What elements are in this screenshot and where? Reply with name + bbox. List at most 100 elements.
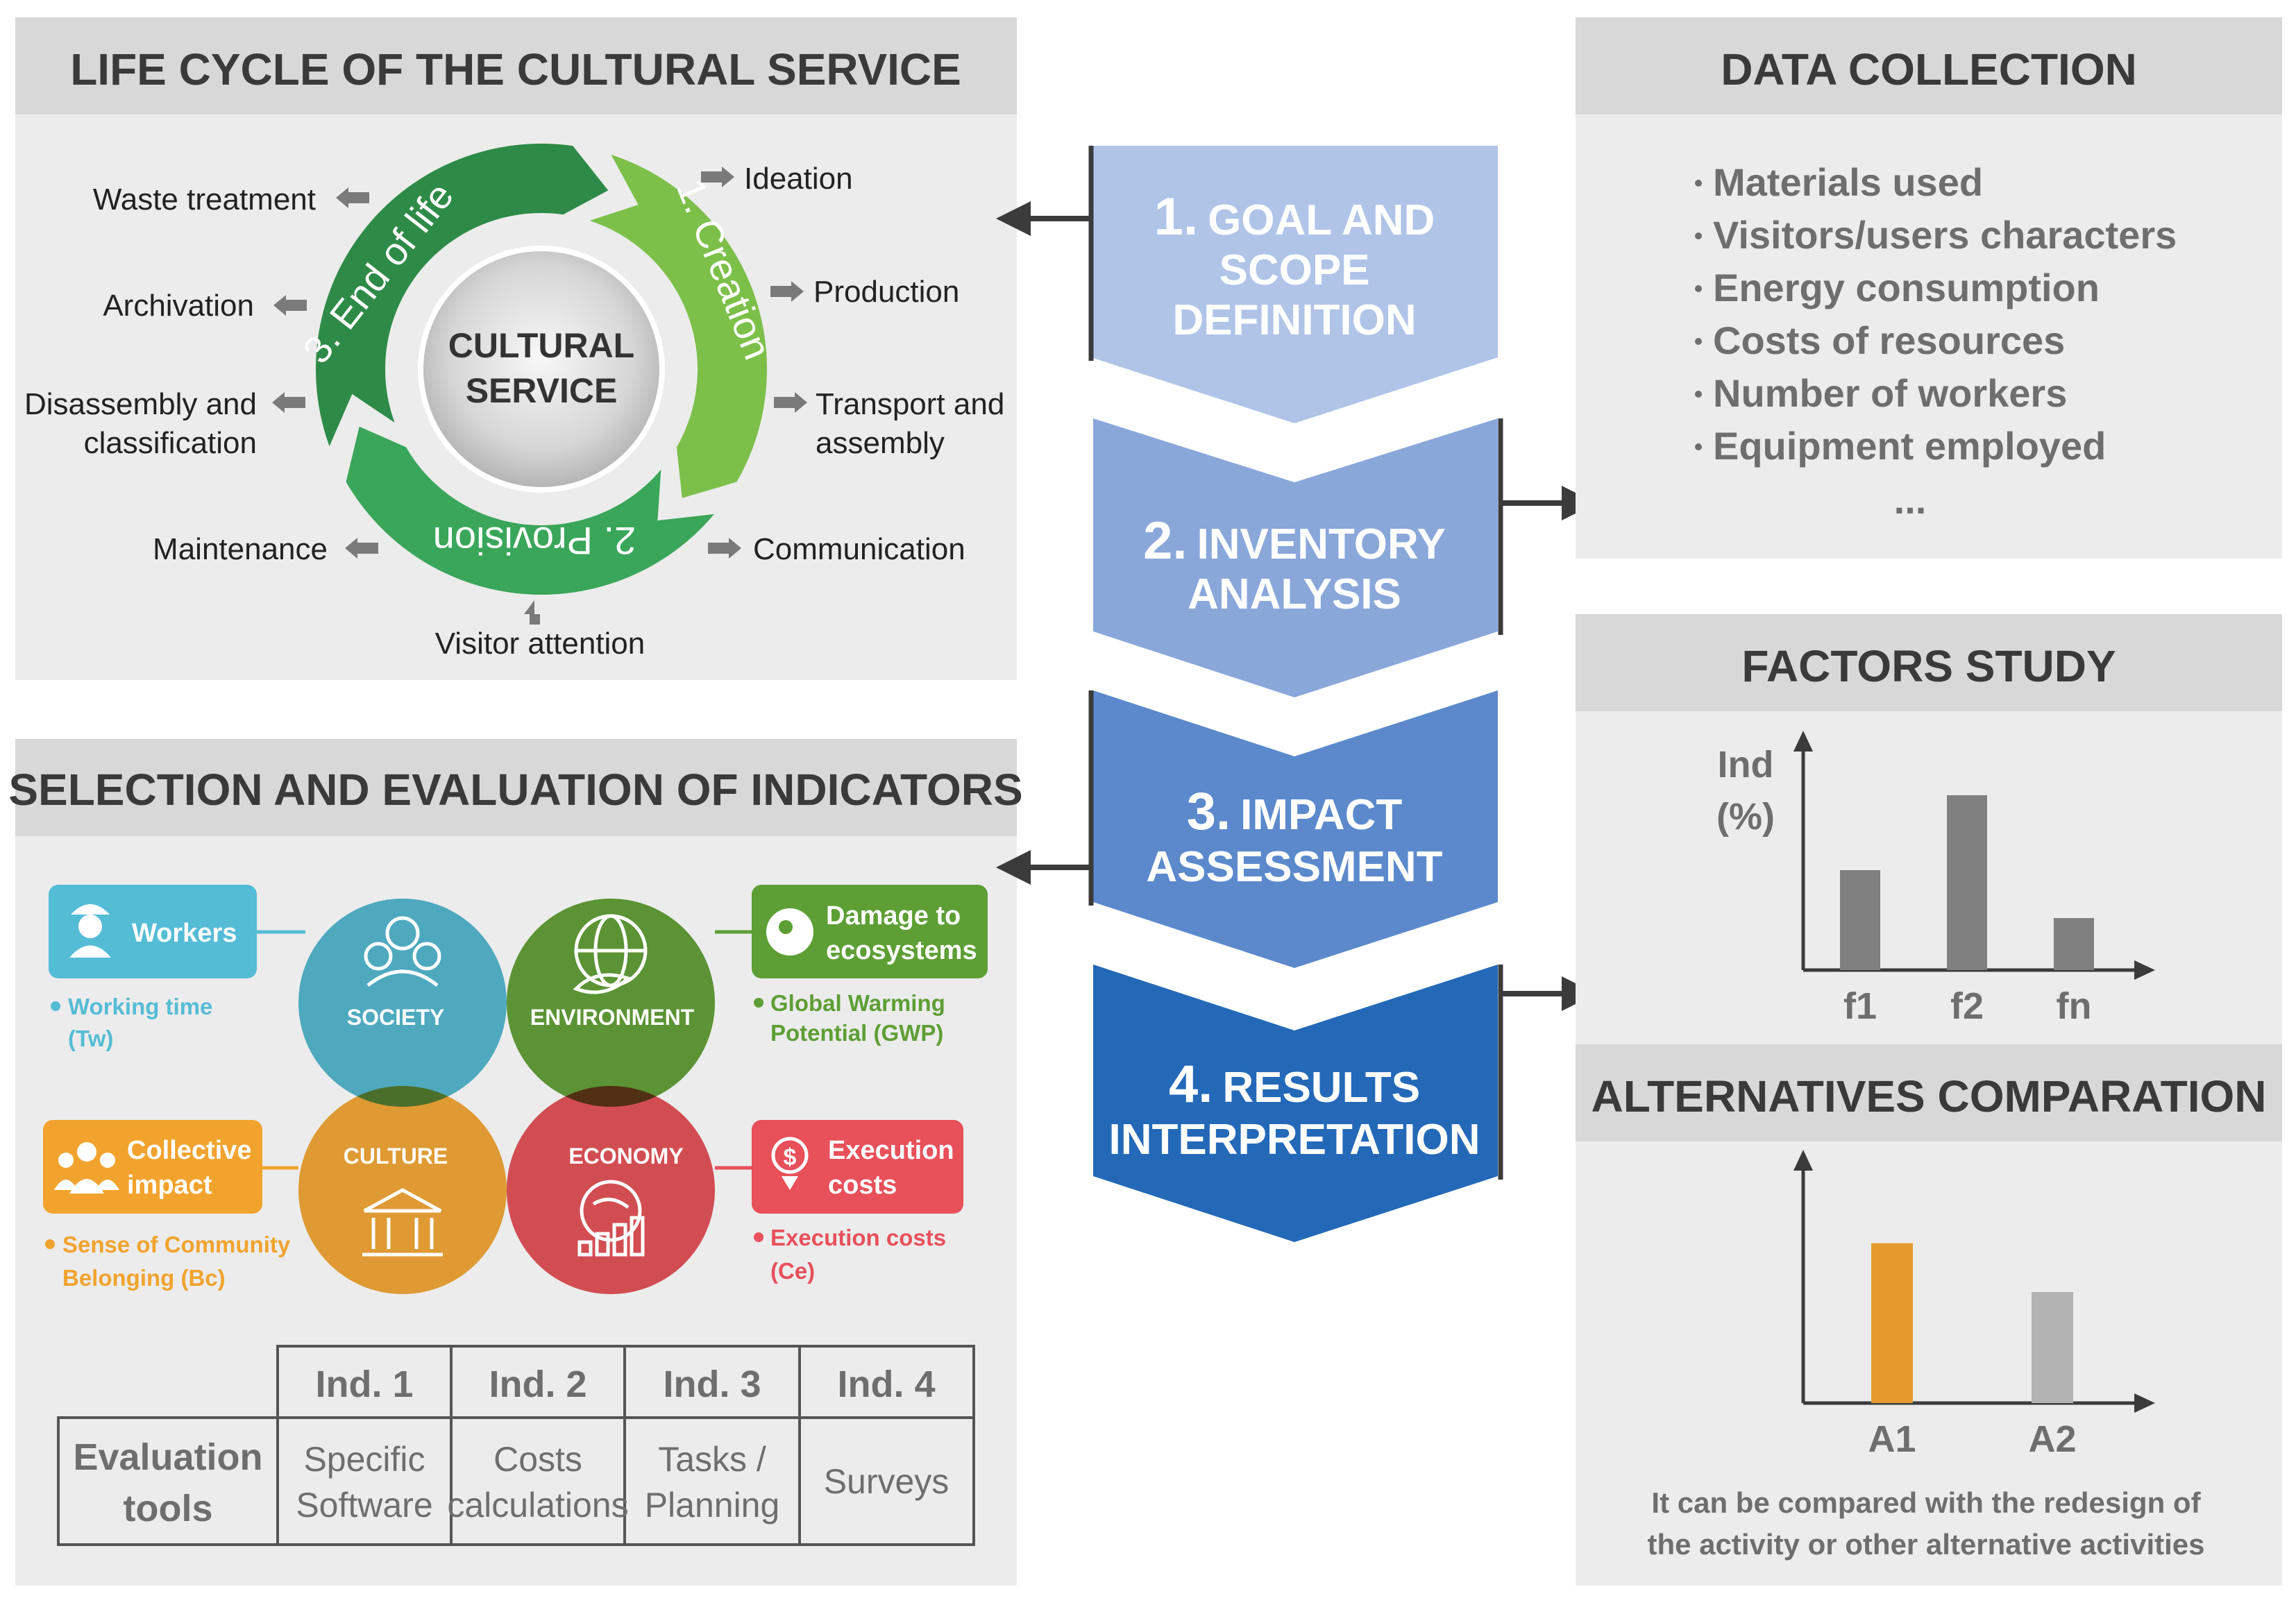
note-execution-costs-line2: (Ce) — [770, 1258, 815, 1284]
arrow-left-icon — [996, 850, 1031, 885]
y-axis-arrow-icon — [1793, 1150, 1813, 1171]
execution-box: $ Execution costs — [752, 1120, 963, 1214]
arrow-right-icon — [770, 281, 804, 302]
bar-f1 — [1840, 870, 1880, 970]
indicators-title: SELECTION AND EVALUATION OF INDICATORS — [8, 765, 1022, 815]
table-cell-3-line2: Planning — [645, 1486, 780, 1525]
arrow-right-icon — [774, 392, 807, 413]
data-collection-item: Materials used — [1713, 160, 1983, 204]
damage-label-line1: Damage to — [826, 901, 961, 931]
venn-diagram — [298, 899, 715, 1294]
environment-circle — [507, 899, 715, 1107]
alternatives-note-line2: the activity or other alternative activi… — [1648, 1528, 2205, 1561]
collective-label-line1: Collective — [127, 1136, 252, 1165]
damage-box: Damage to ecosystems — [752, 885, 988, 978]
arrow-left-icon — [996, 201, 1031, 236]
label-ideation: Ideation — [744, 162, 853, 196]
damage-label-line2: ecosystems — [826, 936, 977, 965]
table-header-ind2: Ind. 2 — [489, 1364, 586, 1405]
step-2-title-line2: ANALYSIS — [1188, 570, 1401, 618]
note-sense-line2: Belonging (Bc) — [62, 1265, 226, 1291]
label-transport-line2: assembly — [816, 426, 945, 460]
svg-text:$: $ — [784, 1144, 797, 1171]
step-1-chevron — [1091, 146, 1498, 423]
factors-header — [1576, 614, 2282, 711]
bullet-icon — [1695, 338, 1702, 345]
alternatives-header — [1576, 1044, 2282, 1141]
environment-label: ENVIRONMENT — [530, 1005, 695, 1030]
table-row-header-line2: tools — [124, 1488, 213, 1529]
x-axis-arrow-icon — [2134, 960, 2155, 980]
arrow-left-icon — [345, 538, 378, 559]
label-visitor-attention: Visitor attention — [435, 627, 645, 661]
y-axis-arrow-icon — [1793, 731, 1813, 751]
data-collection-item: Equipment employed — [1713, 424, 2106, 468]
alternatives-note-line1: It can be compared with the redesign of — [1651, 1486, 2201, 1519]
tick-label-f2: f2 — [1950, 985, 1984, 1027]
society-label: SOCIETY — [347, 1005, 444, 1030]
dollar-icon: $ — [771, 1137, 809, 1190]
workers-box: Workers — [49, 885, 257, 978]
bar-A1 — [1871, 1243, 1913, 1403]
group-icon — [54, 1142, 119, 1194]
table-header-ind1: Ind. 1 — [315, 1364, 413, 1405]
indicators-panel: SELECTION AND EVALUATION OF INDICATORS — [8, 739, 1023, 1586]
data-collection-ellipsis: ... — [1894, 478, 1927, 522]
label-waste-treatment: Waste treatment — [93, 182, 316, 216]
label-archivation: Archivation — [103, 289, 254, 323]
note-gwp: Global Warming Potential (GWP) — [754, 990, 945, 1046]
note-execution-costs-line1: Execution costs — [770, 1225, 946, 1250]
factors-ylabel-line1: Ind — [1718, 744, 1774, 785]
table-header-ind4: Ind. 4 — [837, 1364, 935, 1405]
label-production: Production — [813, 275, 959, 309]
lifecycle-panel: LIFE CYCLE OF THE CULTURAL SERVICE CULTU… — [15, 17, 1017, 680]
factors-ylabel-line2: (%) — [1716, 796, 1775, 838]
workers-label: Workers — [132, 919, 237, 948]
bullet-icon — [1695, 443, 1702, 450]
economy-circle — [507, 1086, 715, 1294]
evaluation-table — [57, 1345, 975, 1546]
data-collection-item: Costs of resources — [1713, 319, 2065, 362]
lifecycle-title: LIFE CYCLE OF THE CULTURAL SERVICE — [70, 44, 961, 94]
economy-globe-icon — [577, 1180, 645, 1257]
step-4-chevron — [1093, 965, 1498, 1242]
bar-A2 — [2032, 1292, 2073, 1403]
culture-label: CULTURE — [344, 1144, 448, 1169]
bullet-icon — [1695, 180, 1702, 187]
x-axis-arrow-icon — [2134, 1393, 2155, 1413]
step-4-title-line1: 4.RESULTS — [1169, 1055, 1420, 1114]
label-disassembly-line1: Disassembly and — [24, 387, 257, 421]
tick-label-A2: A2 — [2028, 1418, 2076, 1460]
cycle-ring — [315, 143, 767, 595]
bar-f2 — [1947, 795, 1987, 970]
step-2-chevron — [1093, 418, 1498, 697]
table-cell-3-line1: Tasks / — [658, 1440, 766, 1479]
execution-label-line1: Execution — [828, 1136, 954, 1165]
society-circle — [298, 899, 507, 1107]
end-of-life-segment — [315, 143, 609, 447]
step-1-title-line2: SCOPE — [1219, 246, 1369, 294]
label-disassembly-line2: classification — [84, 426, 257, 460]
execution-label-line2: costs — [828, 1171, 897, 1200]
creation-segment — [589, 154, 767, 498]
bar-fn — [2054, 918, 2094, 970]
step-1-title-line1: 1.GOAL AND — [1154, 187, 1435, 246]
step-3-title-line2: ASSESSMENT — [1146, 843, 1442, 891]
note-sense-line1: Sense of Community — [62, 1232, 291, 1257]
note-sense: Sense of Community Belonging (Bc) — [45, 1232, 291, 1291]
bullet-icon — [1695, 232, 1702, 239]
data-collection-panel: DATA COLLECTION Materials usedVisitors/u… — [1576, 17, 2282, 559]
arrow-left-icon — [336, 187, 369, 208]
data-collection-item: Visitors/users characters — [1713, 213, 2177, 257]
label-transport-line1: Transport and — [816, 387, 1004, 421]
temple-icon — [362, 1188, 443, 1257]
lifecycle-header — [15, 17, 1017, 114]
tick-label-fn: fn — [2057, 985, 2092, 1027]
table-cell-2-line1: Costs — [493, 1440, 582, 1479]
bullet-icon — [1695, 285, 1702, 292]
